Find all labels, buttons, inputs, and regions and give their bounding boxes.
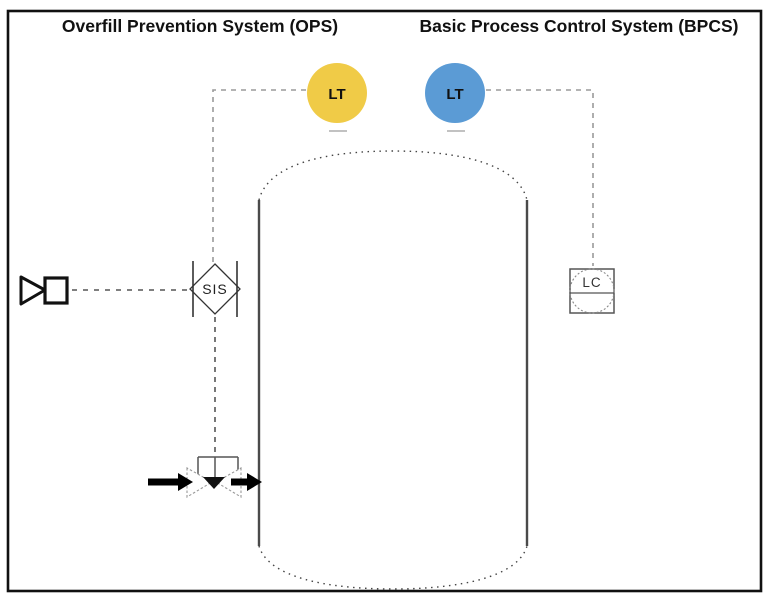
valve-actuator	[197, 456, 239, 480]
ops-lt-signal-line	[212, 89, 306, 263]
sis-logic-solver: SIS	[189, 261, 241, 317]
ops-lt-bubble	[307, 63, 367, 123]
storage-tank	[257, 130, 529, 590]
bpcs-lt-bubble	[425, 63, 485, 123]
ops-level-transmitter: LT	[307, 63, 367, 123]
diagram-border	[6, 9, 763, 593]
bpcs-lt-signal-line	[486, 89, 594, 266]
ops-lt-label: LT	[328, 86, 345, 103]
bpcs-title: Basic Process Control System (BPCS)	[420, 16, 739, 36]
inlet-flow-arrow	[148, 473, 262, 491]
bpcs-level-controller: LC	[569, 268, 615, 314]
lc-label: LC	[582, 275, 601, 290]
tank-top-dome	[258, 150, 528, 201]
bpcs-lt-label: LT	[446, 86, 463, 103]
flow-arrow-left-head	[178, 473, 193, 491]
bpcs-level-transmitter: LT	[425, 63, 485, 123]
flow-arrow-right-head	[247, 473, 262, 491]
valve-seat	[203, 477, 225, 489]
lc-circle	[569, 268, 615, 314]
shutoff-valve	[186, 456, 242, 498]
sis-diamond	[189, 263, 241, 315]
horn-cone	[19, 275, 47, 306]
tank-bottom-dome	[258, 545, 528, 590]
horn-body	[43, 276, 69, 305]
sis-label: SIS	[202, 281, 228, 297]
alarm-horn-icon	[19, 275, 69, 306]
ops-title: Overfill Prevention System (OPS)	[62, 16, 338, 36]
